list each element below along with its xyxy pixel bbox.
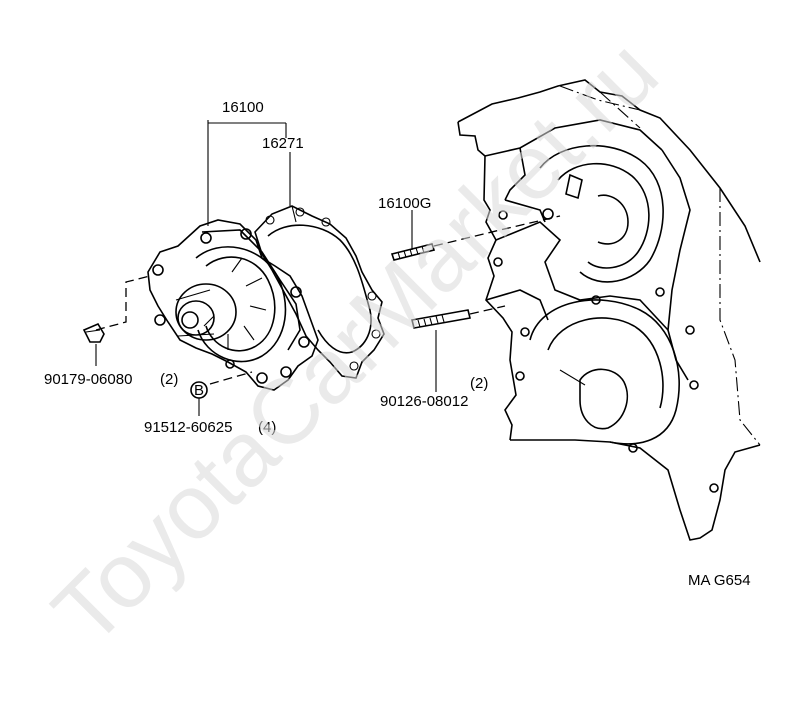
label-stud-qty: (2)	[470, 375, 488, 392]
washer-mark: B	[194, 382, 204, 399]
plug-guide-line	[95, 275, 151, 331]
watermark: ToyotaCarMarket.ru	[34, 21, 677, 664]
washer-drawing: B	[190, 381, 208, 399]
stud-lower-drawing	[411, 305, 506, 329]
label-stud: 90126-08012	[380, 393, 468, 410]
gasket-drawing	[254, 205, 385, 379]
label-water-pump-assy: 16100	[222, 99, 264, 116]
water-pump-drawing	[147, 219, 319, 391]
label-gasket: 16271	[262, 135, 304, 152]
label-washer: 91512-60625	[144, 419, 232, 436]
label-plug-qty: (2)	[160, 371, 178, 388]
stud-upper-drawing	[390, 215, 561, 261]
plug-drawing	[82, 322, 105, 343]
diagram-code: MA G654	[688, 572, 751, 589]
label-plug: 90179-06080	[44, 371, 132, 388]
label-washer-qty: (4)	[258, 419, 276, 436]
label-stud-kit: 16100G	[378, 195, 431, 212]
leader-lines	[95, 120, 437, 416]
washer-guide-line	[209, 371, 253, 385]
engine-block-drawing	[457, 79, 761, 541]
